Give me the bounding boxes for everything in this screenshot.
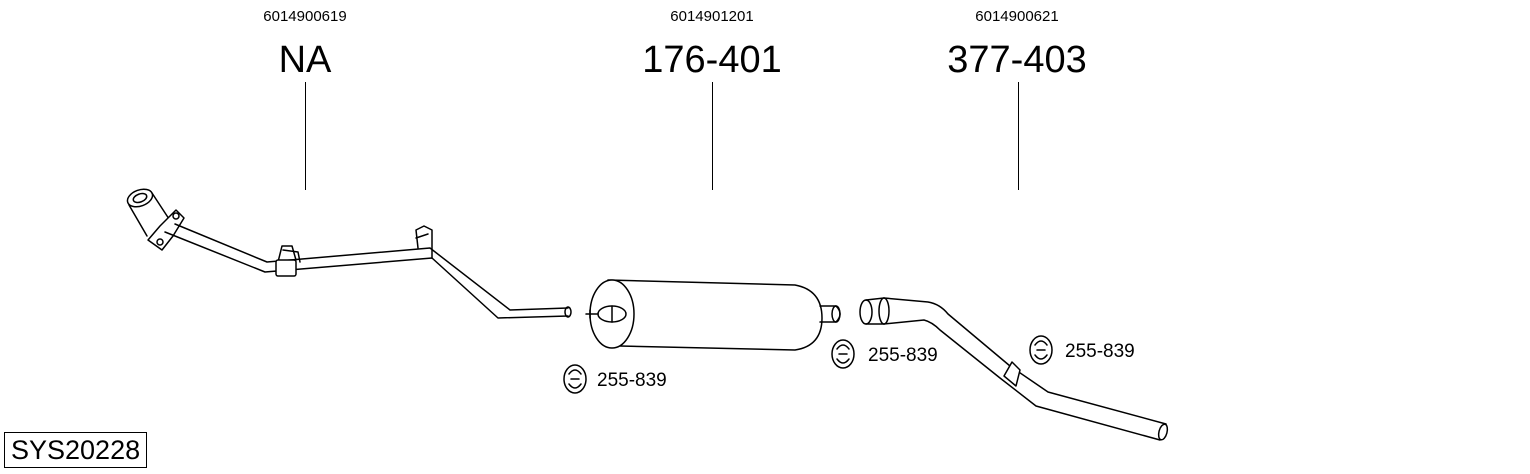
leader-line-rear-pipe	[1018, 82, 1019, 190]
rear-pipe	[859, 297, 1169, 441]
oem-number-front-pipe: 6014900619	[263, 8, 347, 25]
hanger-label-2: 255-839	[868, 345, 938, 366]
oem-number-rear-pipe: 6014900621	[975, 8, 1059, 25]
oem-number-middle-silencer: 6014901201	[670, 8, 754, 25]
rubber-hanger-3	[1029, 335, 1053, 365]
part-number-middle-silencer: 176-401	[642, 39, 782, 81]
part-number-rear-pipe: 377-403	[947, 39, 1087, 81]
leader-line-middle-silencer	[712, 82, 713, 190]
front-pipe	[126, 188, 572, 319]
system-code-box: SYS20228	[4, 432, 148, 468]
leader-line-front-pipe	[305, 82, 306, 190]
middle-silencer	[585, 279, 841, 351]
rubber-hanger-2	[831, 339, 855, 369]
part-number-front-pipe: NA	[278, 39, 332, 81]
hanger-label-1: 255-839	[597, 370, 667, 391]
rubber-hanger-1	[563, 364, 587, 394]
hanger-label-3: 255-839	[1065, 341, 1135, 362]
